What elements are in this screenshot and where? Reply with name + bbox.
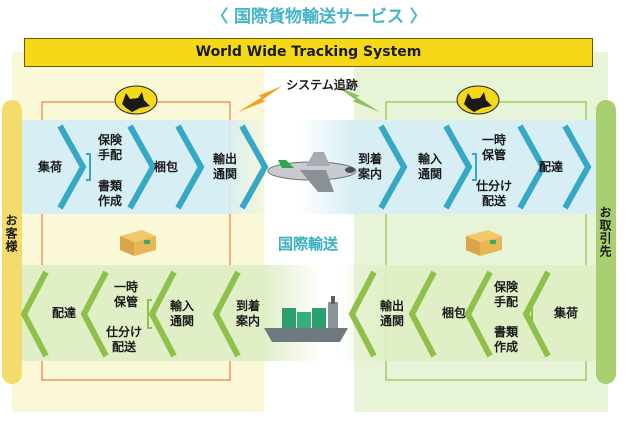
return-arrow-2 [80,270,109,358]
step-sorting-return: 仕分け 配送 [105,325,142,354]
tracking-bolt-right-icon [336,86,380,112]
step-delivery-outbound: 配達 [538,160,563,174]
tracking-bolt-left-icon [238,86,282,112]
step-arrival-outbound: 到着 案内 [357,152,382,181]
airplane-icon [267,152,357,192]
outbound-arrow-1 [57,124,87,210]
step-storage-return: 一時 保管 [113,280,138,309]
partner-bar [596,100,616,384]
outbound-arrow-6 [443,124,473,210]
customer-label: お客様 [4,214,18,253]
step-import-return: 輸入 通関 [169,299,194,328]
cargo-ship-icon [264,296,348,342]
return-branch-destination [531,299,536,329]
step-insurance-outbound: 保険 手配 [97,133,122,162]
banner-title: World Wide Tracking System [195,44,422,60]
international-transport-label: 国際輸送 [277,235,338,253]
outbound-arrow-4 [239,124,269,210]
outbound-arrow-2 [127,124,157,210]
outbound-branch-origin [86,153,91,181]
customer-bar [2,100,22,384]
step-packing-outbound: 梱包 [153,160,178,174]
step-import-outbound: 輸入 通関 [417,152,442,181]
outbound-branch-destination [472,153,477,181]
return-arrow-6 [408,270,437,358]
partner-label: お取引先 [598,206,612,258]
cat-logo-right-icon [456,85,500,115]
step-collect-outbound: 集荷 [37,160,62,174]
return-arrow-8 [522,270,551,358]
page-title: 〈 国際貨物輸送サービス 〉 [211,7,427,27]
return-arrow-3 [148,270,177,358]
return-branch-origin [147,299,152,329]
outbound-arrow-3 [175,124,205,210]
step-documents-return: 書類 作成 [493,325,518,354]
step-collect-return: 集荷 [553,306,578,320]
step-export-return: 輸出 通関 [379,299,404,328]
outbound-arrow-5 [378,124,408,210]
cat-logo-left-icon [114,85,158,115]
return-arrow-1 [20,270,49,358]
return-arrow-5 [348,270,377,358]
step-storage-outbound: 一時 保管 [481,133,506,162]
step-arrival-return: 到着 案内 [235,299,260,328]
box-right-icon [466,230,502,256]
step-insurance-return: 保険 手配 [493,280,518,309]
tracking-system-banner: World Wide Tracking System [24,38,593,67]
step-export-outbound: 輸出 通関 [212,152,237,181]
box-left-icon [120,230,156,256]
step-delivery-return: 配達 [51,306,76,320]
outbound-arrow-8 [562,124,592,210]
step-documents-outbound: 書類 作成 [97,179,122,208]
tracking-label: システム追跡 [286,78,358,92]
step-packing-return: 梱包 [441,306,466,320]
outbound-arrow-7 [517,124,547,210]
return-arrow-4 [212,270,241,358]
step-sorting-outbound: 仕分け 配送 [475,179,512,208]
return-arrow-7 [464,270,493,358]
